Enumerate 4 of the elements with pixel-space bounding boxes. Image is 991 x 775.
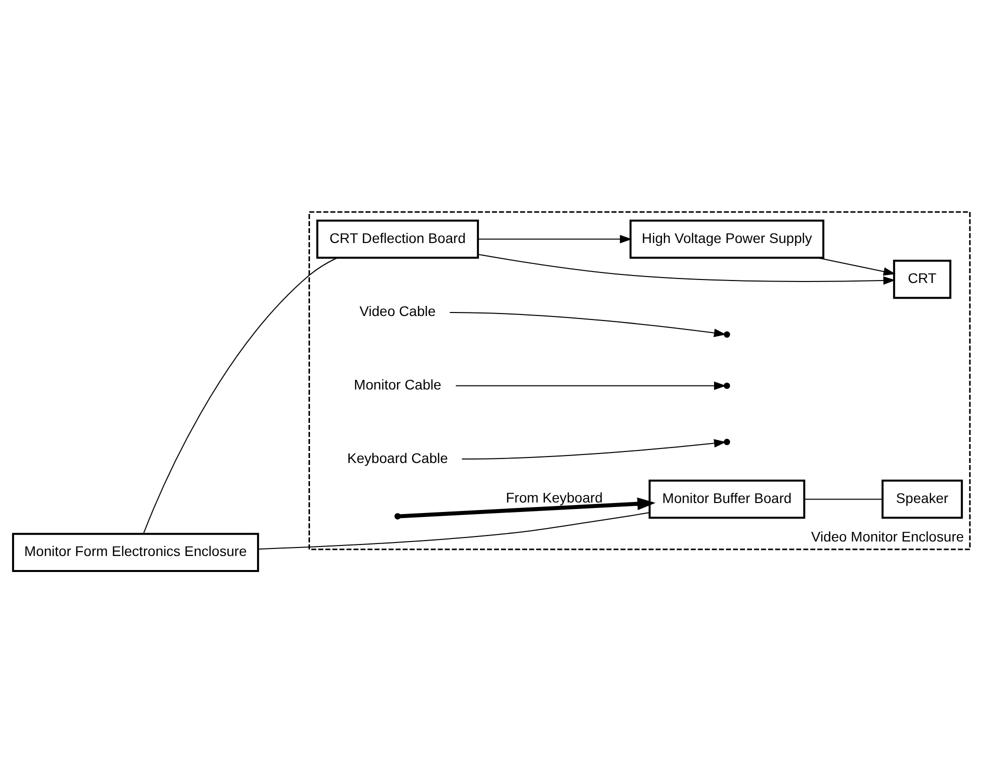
node-text: Monitor Cable: [354, 376, 442, 392]
node-text: Video Cable: [359, 303, 436, 320]
edge-label: From Keyboard: [506, 489, 603, 506]
node-text: Keyboard Cable: [347, 450, 448, 466]
